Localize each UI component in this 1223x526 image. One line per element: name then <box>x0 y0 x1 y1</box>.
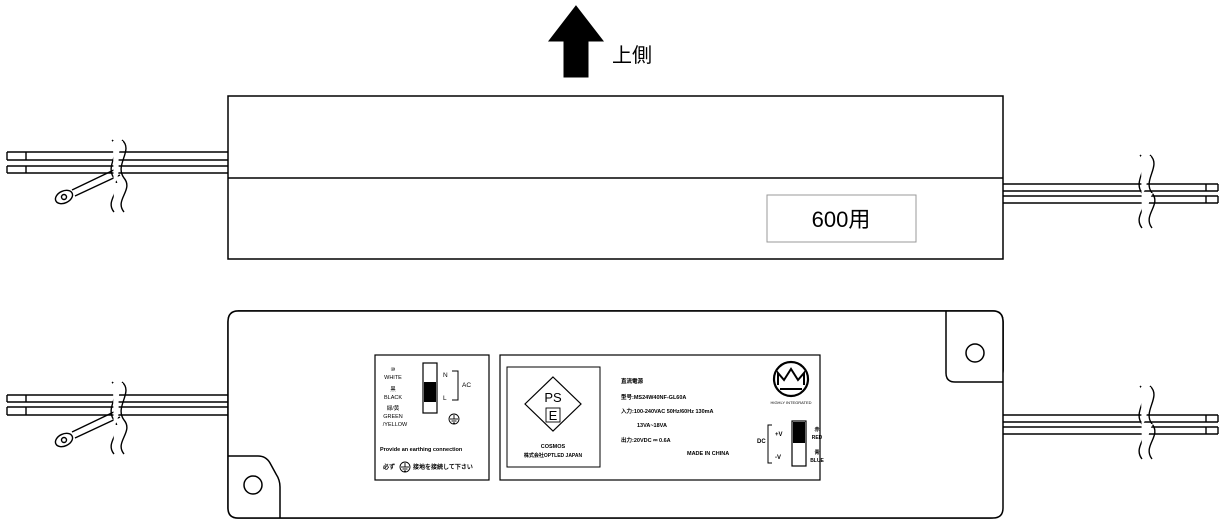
spec-label: PS E COSMOS 株式会社OPTLED JAPAN 直流電源 型号:MS2… <box>499 354 824 481</box>
bottom-right-cable <box>1003 385 1219 460</box>
wire-white-num: ⑩ <box>391 366 396 373</box>
ring-terminal-icon <box>54 189 74 205</box>
top-left-cable <box>6 139 228 213</box>
earth-note-jp-pre: 必ず <box>382 463 395 471</box>
pse-top: PS <box>544 390 562 405</box>
terminal-block <box>422 362 438 414</box>
pse-bottom: E <box>549 408 558 423</box>
dc-terminal-plus-fill <box>793 422 805 443</box>
earth-ground-icon <box>399 461 411 473</box>
bottom-view: ⑩ WHITE 黒 BLACK 緑/黄 GREEN /YELLOW N L AC <box>6 310 1219 519</box>
input-spec-2: 13VA~18VA <box>637 423 667 429</box>
red-kanji: 赤 <box>814 426 819 433</box>
earth-ground-icon <box>448 413 460 425</box>
mount-ear-right <box>945 311 1003 383</box>
pse-box <box>506 366 601 468</box>
direction-indicator: 上側 <box>547 5 652 78</box>
terminal-n: N <box>443 372 448 379</box>
minus-v: -V <box>775 455 781 461</box>
mount-ear-left <box>228 455 281 518</box>
wire-break-icon <box>1138 154 1156 229</box>
pse-brand: COSMOS <box>541 444 566 450</box>
ac-wiring-label: ⑩ WHITE 黒 BLACK 緑/黄 GREEN /YELLOW N L AC <box>374 354 490 481</box>
wire-green: GREEN <box>383 414 403 420</box>
blue-kanji: 青 <box>814 449 819 456</box>
top-right-cable <box>1003 154 1219 229</box>
terminal-l-fill <box>424 382 436 402</box>
blue-text: BLUE <box>810 458 824 464</box>
ac-bracket <box>452 370 459 401</box>
bottom-left-cable <box>6 381 228 455</box>
wire-break-icon <box>1138 385 1156 460</box>
up-arrow-icon <box>547 5 605 78</box>
mounting-hole-icon <box>243 475 263 495</box>
pse-diamond-icon <box>524 376 582 432</box>
red-text: RED <box>812 435 823 441</box>
wire-gy-kanji: 緑/黄 <box>387 404 400 412</box>
terminal-l: L <box>443 395 447 402</box>
wire-white: WHITE <box>384 375 402 381</box>
wire-yellow: /YELLOW <box>383 422 408 428</box>
mounting-hole-icon <box>965 343 985 363</box>
earth-note-en: Provide an earthing connection <box>380 447 463 453</box>
wire-black: BLACK <box>384 395 402 401</box>
input-spec-1: 入力:100-240VAC 50Hz/60Hz 130mA <box>620 407 714 415</box>
product-name: 直流電源 <box>621 377 644 385</box>
top-view: 600用 <box>6 95 1219 260</box>
ring-terminal-icon <box>54 432 74 448</box>
direction-label: 上側 <box>612 44 652 67</box>
made-in: MADE IN CHINA <box>687 451 729 457</box>
model-tag: 600用 <box>766 194 917 243</box>
plus-v: +V <box>775 432 783 438</box>
earth-note-jp-post: 接地を接続して下さい <box>412 463 473 471</box>
model-tag-text: 600用 <box>812 207 871 232</box>
pse-company: 株式会社OPTLED JAPAN <box>524 452 583 459</box>
wire-break-icon <box>110 139 128 213</box>
wire-black-kanji: 黒 <box>390 386 396 393</box>
wire-break-icon <box>110 381 128 455</box>
output-spec: 出力:20VDC ⎓ 0.6A <box>621 436 671 444</box>
dc-text: DC <box>757 439 766 445</box>
dc-bracket <box>767 424 772 464</box>
dc-terminal-block <box>791 420 807 467</box>
logo-text: HIGHLY INTEGRATED <box>770 400 811 405</box>
model-number: 型号:MS24W40NF-GL60A <box>621 393 686 401</box>
ac-text: AC <box>462 382 471 389</box>
pse-e-frame <box>545 407 561 423</box>
circle-m-logo-icon <box>772 360 810 398</box>
